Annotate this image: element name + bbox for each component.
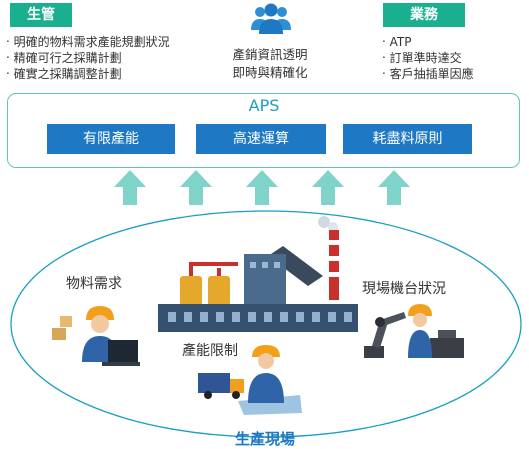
business-list: ‧ ATP ‧ 訂單準時達交 ‧ 客戶抽插單因應 (382, 34, 474, 82)
business-item: ‧ 訂單準時達交 (382, 51, 462, 65)
up-arrow-icon (246, 170, 278, 205)
production-management-tag: 生管 (10, 3, 72, 27)
aps-button-high-speed: 高速運算 (196, 124, 326, 154)
factory-icon (158, 216, 358, 334)
production-floor-title: 生產現場 (234, 430, 295, 448)
production-item: ‧ 確實之採購調整計劃 (6, 67, 122, 81)
people-icon (248, 2, 294, 36)
capacity-limit-label: 產能限制 (182, 343, 238, 359)
transparency-text: 產銷資訊透明 即時與精確化 (232, 47, 308, 80)
business-tag: 業務 (383, 3, 465, 27)
production-item: ‧ 精確可行之採購計劃 (6, 51, 122, 65)
production-management-list: ‧ 明確的物料需求產能規劃狀況 ‧ 精確可行之採購計劃 ‧ 確實之採購調整計劃 (6, 34, 170, 82)
up-arrow-icon (114, 170, 146, 205)
worker-laptop-icon (50, 300, 142, 370)
robot-arm-worker-icon (360, 302, 466, 364)
aps-button-consumption: 耗盡料原則 (343, 124, 472, 154)
aps-button-finite-capacity: 有限產能 (47, 124, 175, 154)
aps-title: APS (248, 96, 280, 115)
machine-status-label: 現場機台狀況 (362, 281, 446, 297)
production-item: ‧ 明確的物料需求產能規劃狀況 (6, 35, 170, 49)
business-item: ‧ ATP (382, 35, 412, 49)
worker-truck-icon (196, 343, 304, 415)
material-demand-label: 物料需求 (66, 276, 122, 292)
up-arrow-icon (378, 170, 410, 205)
business-item: ‧ 客戶抽插單因應 (382, 67, 474, 81)
up-arrow-icon (180, 170, 212, 205)
up-arrow-icon (312, 170, 344, 205)
